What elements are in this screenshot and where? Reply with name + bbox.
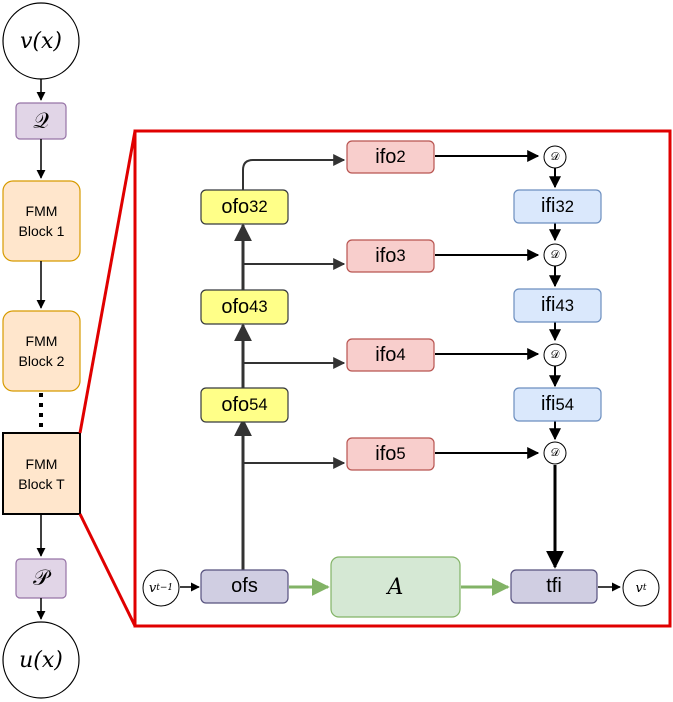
Q-label: 𝒬 [33,108,49,134]
D4-label: 𝒟 [550,446,560,459]
v-prev-circle [142,569,180,607]
v-t-circle [622,569,660,607]
ifo2-box [346,140,435,174]
edge-ofo3-to-ifo2 [242,154,346,190]
ofs-box [200,569,289,604]
ifi32-box [513,189,602,224]
zoom-line-top [78,130,137,434]
output-node-circle [2,621,80,699]
ofs-label: ofs [231,575,258,597]
detail-frame [133,129,672,628]
D-node-3 [543,343,567,367]
D2-label: 𝒟 [550,248,560,261]
P-label: 𝒫 [33,566,49,591]
fmm-block-2-box [2,310,81,392]
tfi-label: tfi [546,575,562,597]
tfi-box [510,569,598,604]
ofo5-box [200,387,289,423]
D-node-4 [543,441,567,465]
D-node-2 [543,243,567,267]
fmm-block-T-box [2,432,81,515]
ifo3-box [346,239,435,273]
zoom-line-bottom [78,513,137,627]
ifo4-box [346,338,435,372]
ifo5-box [346,437,435,471]
ifi43-box [513,288,602,323]
A-label: A [387,574,404,600]
ofo3-box [200,189,289,225]
ofo4-box [200,289,289,325]
vx-label: v(x) [19,28,62,54]
D3-label: 𝒟 [550,348,560,361]
D-node-1 [543,145,567,169]
ifi54-box [513,387,602,422]
D1-label: 𝒟 [550,150,560,163]
A-box [330,556,461,618]
ux-label: u(x) [19,647,63,673]
